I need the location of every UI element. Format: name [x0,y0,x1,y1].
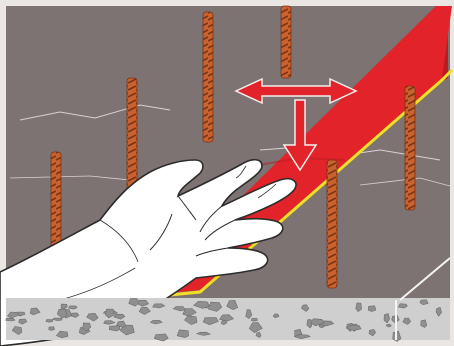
rebar [281,6,291,78]
gravel-stone [251,318,257,321]
rebar [203,12,213,142]
rebar [405,86,415,210]
gravel-stone [368,306,376,312]
gravel-stone [49,327,55,331]
gravel-stone [6,318,15,321]
gravel-stone [46,320,53,323]
rebar [127,78,137,192]
rebar [51,152,61,250]
gravel-stone [109,326,120,331]
gravel-stone [177,330,189,338]
rebar [327,160,337,288]
